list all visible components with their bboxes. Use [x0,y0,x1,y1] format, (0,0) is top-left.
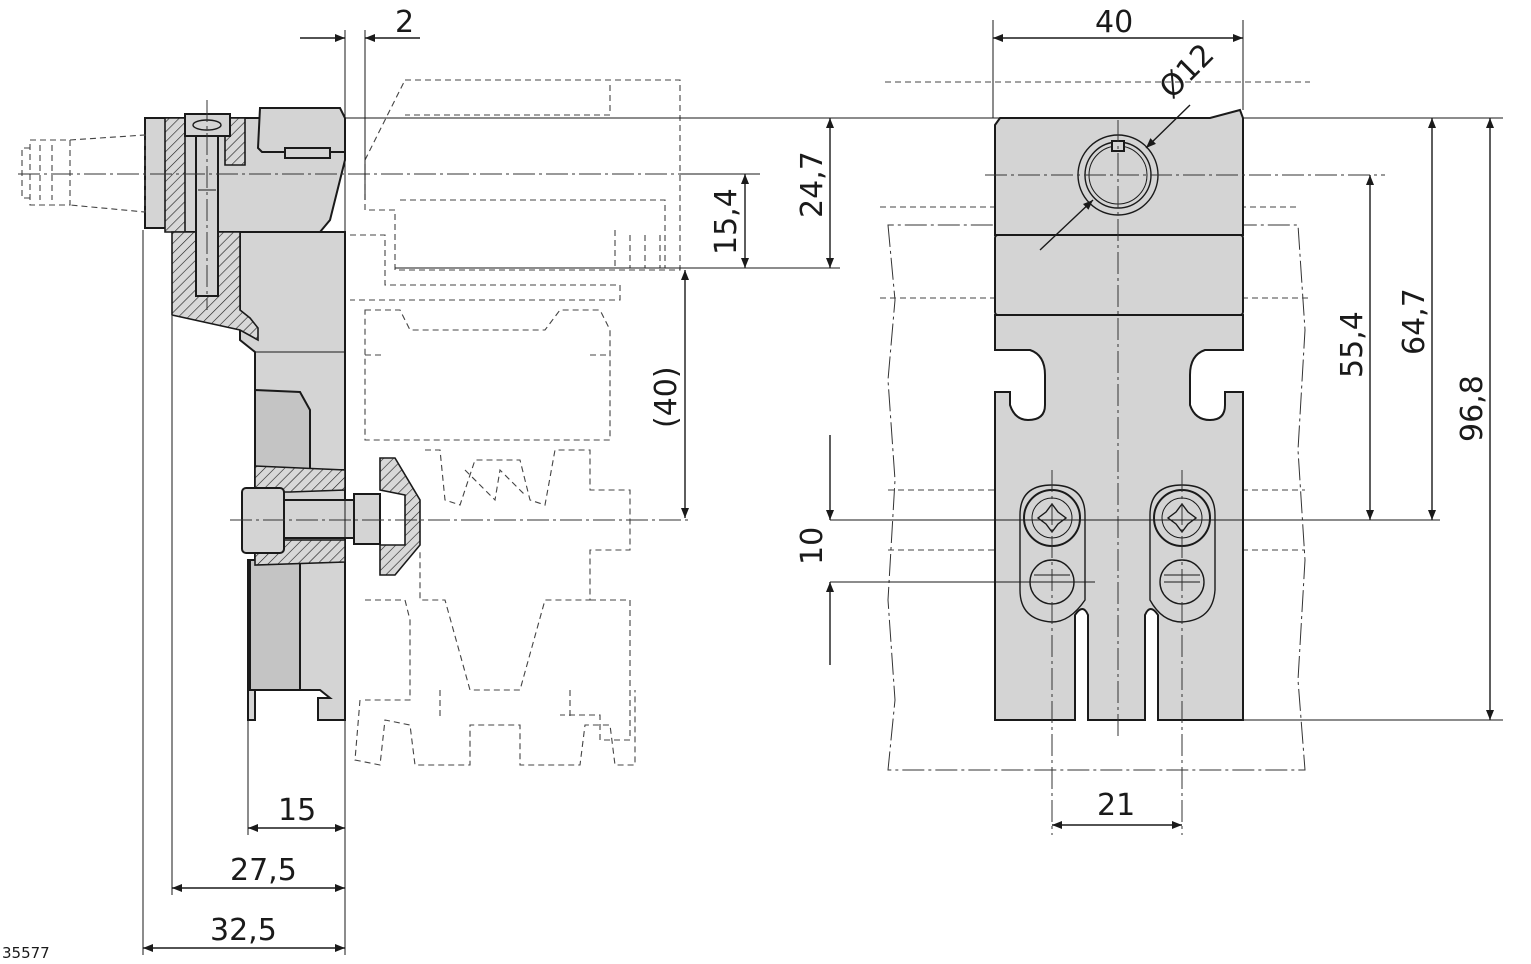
label-width-40: 40 [1095,5,1133,40]
label-height-24-7: 24,7 [795,151,830,218]
label-depth-15: 15 [278,793,316,828]
label-height-96-8: 96,8 [1455,375,1490,442]
side-view: 2 15,4 24,7 (40) 15 27,5 [2,5,1000,962]
dim-depth-32-5: 32,5 [143,913,345,952]
dim-spacing-21: 21 [1052,788,1182,829]
dim-slot-10: 10 [795,435,834,665]
clamp-top-block [994,108,1244,316]
dim-height-24-7: 24,7 [345,117,1000,268]
profile-outline-dashed [350,79,681,766]
front-view: 40 Ø12 55,4 64,7 96,8 10 [795,5,1503,835]
label-spacing-21: 21 [1097,788,1135,823]
label-diameter-12: Ø12 [1153,37,1221,105]
side-screw [230,487,692,554]
label-depth-32-5: 32,5 [210,913,277,948]
label-depth-27-5: 27,5 [230,853,297,888]
dim-height-55-4: 55,4 [1335,175,1374,520]
dim-height-15-4: 15,4 [709,174,749,268]
dim-depth-27-5: 27,5 [172,853,345,892]
drawing-number: 35577 [2,944,50,962]
label-height-55-4: 55,4 [1335,311,1370,378]
top-screw [184,100,231,310]
profile-dashed-front [880,81,1310,771]
dim-gap-2: 2 [300,5,420,42]
label-profile-40: (40) [649,366,684,428]
extension-lines-left [142,30,840,955]
label-height-64-7: 64,7 [1397,288,1432,355]
dim-profile-40: (40) [649,270,689,518]
center-lines-front [830,120,1440,835]
dim-height-64-7: 64,7 [1397,118,1436,520]
label-slot-10: 10 [795,527,830,565]
extension-lines-front [992,20,1503,721]
label-height-15-4: 15,4 [709,188,744,255]
dim-width-40: 40 [993,5,1243,42]
label-gap-2: 2 [395,5,414,40]
dim-height-96-8: 96,8 [1455,118,1494,720]
clamp-plate [994,314,1244,721]
dim-depth-15: 15 [248,793,345,832]
